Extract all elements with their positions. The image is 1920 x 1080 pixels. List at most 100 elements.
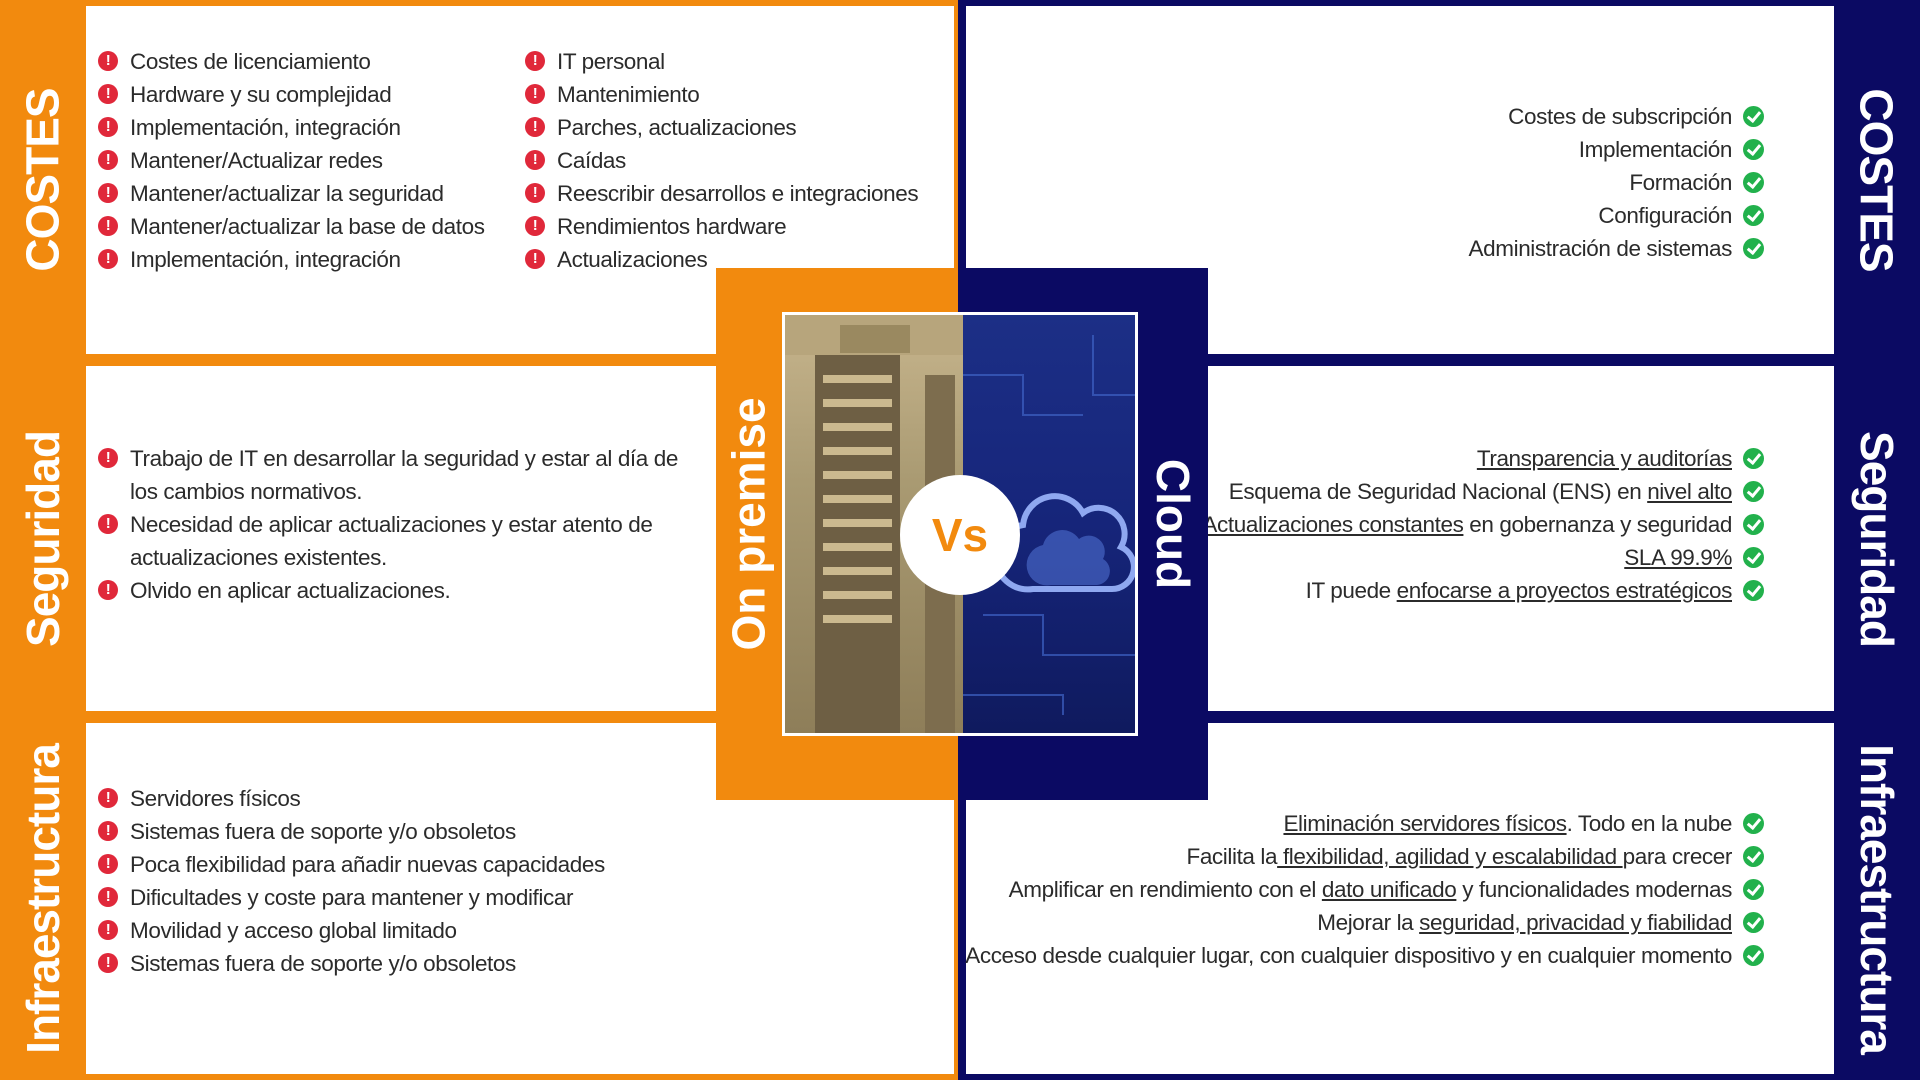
list-item: SLA 99.9% (1000, 541, 1764, 574)
vs-badge: Vs (900, 475, 1020, 595)
cloud-infraestructura-list: Eliminación servidores físicos. Todo en … (960, 807, 1764, 972)
underlined-text: Transparencia y auditorías (1476, 446, 1733, 471)
list-item-text: Transparencia y auditorías (1476, 442, 1733, 475)
list-item: !Dificultades y coste para mantener y mo… (98, 881, 718, 914)
list-item-text: Parches, actualizaciones (557, 115, 797, 140)
list-item: !Mantener/Actualizar redes (98, 144, 518, 177)
list-item-text: Rendimientos hardware (557, 214, 787, 239)
list-item-text: Poca flexibilidad para añadir nuevas cap… (130, 852, 605, 877)
list-item-text: Trabajo de IT en desarrollar la segurida… (130, 446, 678, 504)
list-item-text: Costes de subscripción (1508, 104, 1732, 129)
alert-icon: ! (98, 51, 118, 71)
alert-icon: ! (525, 249, 545, 269)
alert-icon: ! (98, 117, 118, 137)
label-left-infraestructura: Infraestructura (17, 743, 69, 1054)
underlined-text: SLA 99.9% (1624, 545, 1732, 570)
list-item: !Actualizaciones (525, 243, 945, 276)
list-item: !Mantenimiento (525, 78, 945, 111)
label-right-seguridad: Seguridad (1851, 430, 1903, 647)
list-item: Facilita la flexibilidad, agilidad y esc… (960, 840, 1764, 873)
onprem-costes-list-1: !Costes de licenciamiento!Hardware y su … (98, 45, 518, 276)
list-item: Configuración (1000, 199, 1764, 232)
plain-text: Mejorar la (1317, 910, 1420, 935)
list-item-text: Mantener/actualizar la base de datos (130, 214, 485, 239)
plain-text: Facilita la (1186, 844, 1278, 869)
plain-text: para crecer (1622, 844, 1733, 869)
list-item-text: Configuración (1598, 203, 1732, 228)
list-item-text: Caídas (557, 148, 626, 173)
list-item: !Sistemas fuera de soporte y/o obsoletos (98, 947, 718, 980)
check-icon (1743, 514, 1764, 535)
list-item-text: Olvido en aplicar actualizaciones. (130, 578, 451, 603)
list-item-text: Actualizaciones constantes en gobernanza… (1202, 508, 1732, 541)
check-icon (1743, 106, 1764, 127)
list-item-text: Servidores físicos (130, 786, 301, 811)
check-icon (1743, 238, 1764, 259)
list-item: Amplificar en rendimiento con el dato un… (960, 873, 1764, 906)
cloud-image (963, 315, 1135, 733)
alert-icon: ! (98, 920, 118, 940)
list-item-text: Implementación, integración (130, 115, 401, 140)
list-item: Costes de subscripción (1000, 100, 1764, 133)
alert-icon: ! (98, 854, 118, 874)
alert-icon: ! (98, 580, 118, 600)
list-item: IT puede enfocarse a proyectos estratégi… (1000, 574, 1764, 607)
alert-icon: ! (525, 51, 545, 71)
list-item: !Rendimientos hardware (525, 210, 945, 243)
list-item: ! Olvido en aplicar actualizaciones. (98, 574, 698, 607)
underlined-text: dato unificado (1321, 877, 1457, 902)
plain-text: Acceso desde cualquier lugar, con cualqu… (965, 943, 1732, 968)
underlined-text: Eliminación servidores físicos (1283, 811, 1567, 836)
plain-text: IT puede (1305, 578, 1397, 603)
list-item: ! Servidores físicos (98, 782, 718, 815)
list-item-text: SLA 99.9% (1624, 541, 1732, 574)
check-icon (1743, 945, 1764, 966)
list-item-text: Reescribir desarrollos e integraciones (557, 181, 919, 206)
check-icon (1743, 205, 1764, 226)
list-item: !Parches, actualizaciones (525, 111, 945, 144)
check-icon (1743, 879, 1764, 900)
list-item: Transparencia y auditorías (1000, 442, 1764, 475)
list-item: !Sistemas fuera de soporte y/o obsoletos (98, 815, 718, 848)
alert-icon: ! (98, 216, 118, 236)
list-item-text: Esquema de Seguridad Nacional (ENS) en n… (1228, 475, 1733, 508)
alert-icon: ! (98, 514, 118, 534)
list-item-text: Eliminación servidores físicos. Todo en … (1283, 807, 1732, 840)
list-item: Acceso desde cualquier lugar, con cualqu… (960, 939, 1764, 972)
alert-icon: ! (525, 150, 545, 170)
alert-icon: ! (98, 887, 118, 907)
check-icon (1743, 172, 1764, 193)
underlined-text: nivel alto (1647, 479, 1732, 504)
list-item: Eliminación servidores físicos. Todo en … (960, 807, 1764, 840)
list-item: Formación (1000, 166, 1764, 199)
list-item: Administración de sistemas (1000, 232, 1764, 265)
list-item: !Movilidad y acceso global limitado (98, 914, 718, 947)
alert-icon: ! (98, 821, 118, 841)
list-item-text: Formación (1629, 170, 1732, 195)
server-rack-icon (785, 315, 963, 733)
list-item-text: IT puede enfocarse a proyectos estratégi… (1305, 574, 1733, 607)
plain-text: Esquema de Seguridad Nacional (ENS) en (1228, 479, 1648, 504)
list-item: !Reescribir desarrollos e integraciones (525, 177, 945, 210)
list-item-text: Mantener/actualizar la seguridad (130, 181, 444, 206)
label-left-costes: COSTES (17, 88, 69, 272)
plain-text: en gobernanza y seguridad (1463, 512, 1732, 537)
list-item-text: Mantenimiento (557, 82, 700, 107)
list-item: Esquema de Seguridad Nacional (ENS) en n… (1000, 475, 1764, 508)
list-item-text: Amplificar en rendimiento con el dato un… (1009, 873, 1733, 906)
alert-icon: ! (98, 788, 118, 808)
list-item: ! Implementación, integración (98, 111, 518, 144)
underlined-text: Actualizaciones constantes (1202, 512, 1464, 537)
list-item: !Hardware y su complejidad (98, 78, 518, 111)
alert-icon: ! (98, 249, 118, 269)
onprem-seguridad-list: ! Trabajo de IT en desarrollar la segurid… (98, 442, 698, 607)
check-icon (1743, 139, 1764, 160)
onprem-infraestructura-list: ! Servidores físicos !Sistemas fuera de so… (98, 782, 718, 980)
check-icon (1743, 481, 1764, 502)
list-item: !Costes de licenciamiento (98, 45, 518, 78)
list-item: Implementación (1000, 133, 1764, 166)
list-item: ! Implementación, integración (98, 243, 518, 276)
list-item-text: Acceso desde cualquier lugar, con cualqu… (965, 939, 1732, 972)
list-item-text: Implementación, integración (130, 247, 401, 272)
list-item-text: Implementación (1578, 137, 1733, 162)
